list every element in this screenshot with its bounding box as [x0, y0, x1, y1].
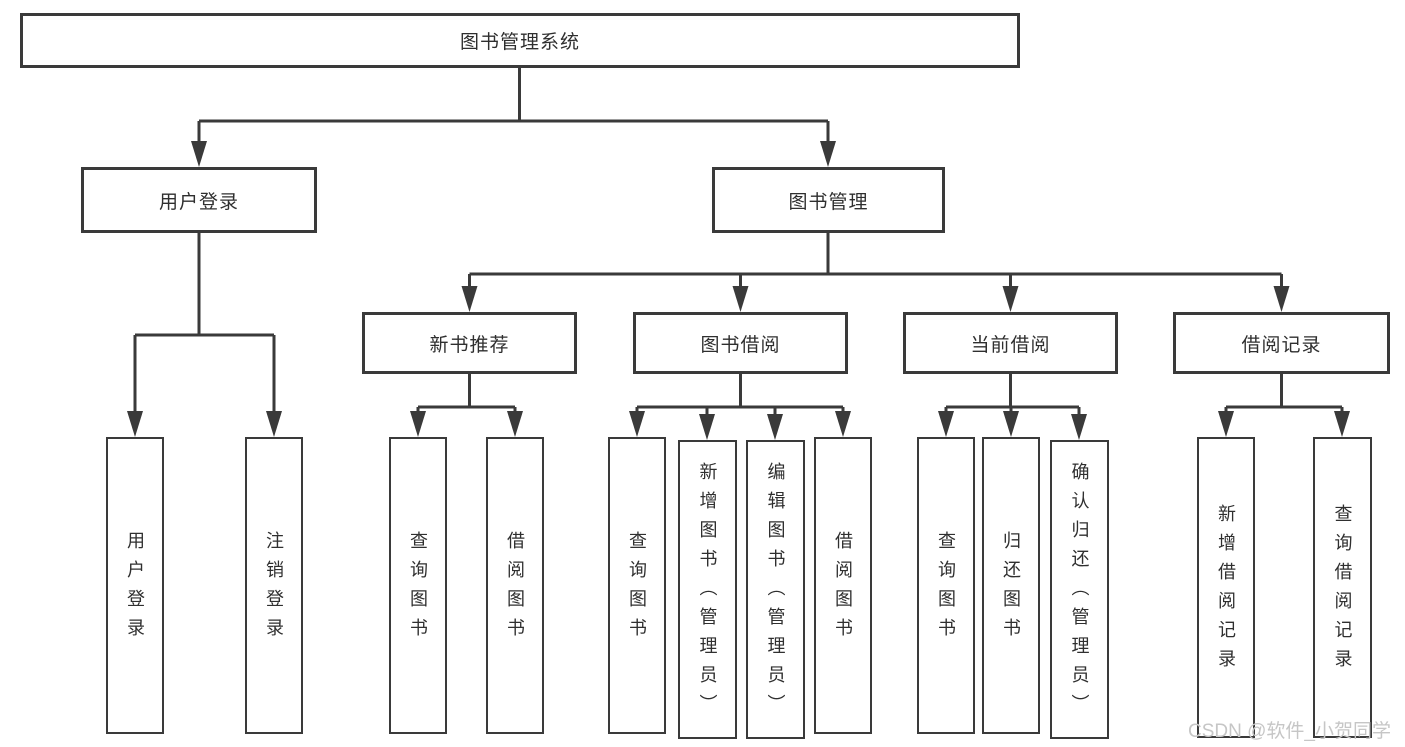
node-label: 确认归还（管理员）	[1069, 462, 1090, 723]
node-library-management-system: 图书管理系统	[20, 13, 1020, 68]
node-label: 归还图书	[1001, 530, 1021, 647]
arrowhead-icon	[1002, 286, 1019, 312]
arrowhead-icon	[191, 141, 207, 167]
node-label: 注销登录	[264, 530, 284, 647]
node-borrowing-records: 借阅记录	[1173, 312, 1390, 374]
node-label: 查询借阅记录	[1332, 503, 1353, 678]
arrowhead-icon	[629, 411, 645, 437]
arrowhead-icon	[1218, 411, 1234, 437]
leaf-newbook-borrow-books: 借阅图书	[486, 437, 544, 734]
node-label: 用户登录	[125, 530, 145, 647]
arrowhead-icon	[938, 411, 954, 437]
csdn-watermark: CSDN @软件_小贺同学	[1188, 721, 1391, 742]
node-book-management: 图书管理	[712, 167, 945, 233]
leaf-borrowing-query-books: 查询图书	[608, 437, 666, 734]
node-user-login: 用户登录	[81, 167, 317, 233]
node-label: 当前借阅	[970, 334, 1051, 356]
arrowhead-icon	[507, 411, 523, 437]
leaf-logout: 注销登录	[245, 437, 303, 734]
leaf-current-confirm-return-admin: 确认归还（管理员）	[1050, 440, 1109, 739]
node-label: 用户登录	[158, 191, 239, 213]
arrowhead-icon	[461, 286, 478, 312]
arrowhead-icon	[1003, 411, 1019, 437]
arrowhead-icon	[1071, 414, 1087, 440]
node-label: 图书管理	[788, 191, 869, 213]
arrowhead-icon	[732, 286, 749, 312]
node-label: 查询图书	[936, 530, 956, 647]
node-label: 编辑图书（管理员）	[765, 462, 786, 723]
leaf-borrowing-borrow-books: 借阅图书	[814, 437, 872, 734]
arrowhead-icon	[699, 414, 715, 440]
arrowhead-icon	[1273, 286, 1290, 312]
arrowheads	[127, 141, 1350, 440]
arrowhead-icon	[767, 414, 783, 440]
leaf-current-return-books: 归还图书	[982, 437, 1040, 734]
connector-lines	[133, 68, 1344, 418]
leaf-borrowing-edit-book-admin: 编辑图书（管理员）	[746, 440, 805, 739]
node-current-borrowing: 当前借阅	[903, 312, 1118, 374]
arrowhead-icon	[266, 411, 282, 437]
node-label: 新增借阅记录	[1216, 503, 1236, 678]
node-label: 查询图书	[627, 530, 647, 647]
leaf-current-query-books: 查询图书	[917, 437, 975, 734]
arrowhead-icon	[820, 141, 836, 167]
node-label: 图书借阅	[700, 334, 781, 356]
node-book-borrowing: 图书借阅	[633, 312, 848, 374]
leaf-records-add-record: 新增借阅记录	[1197, 437, 1255, 738]
node-label: 借阅图书	[833, 530, 853, 647]
node-label: 新书推荐	[429, 334, 510, 356]
node-label: 查询图书	[408, 530, 428, 647]
node-label: 新增图书（管理员）	[697, 462, 718, 723]
arrowhead-icon	[1334, 411, 1350, 437]
leaf-records-query-record: 查询借阅记录	[1313, 437, 1372, 738]
leaf-user-login: 用户登录	[106, 437, 164, 734]
node-new-book-recommend: 新书推荐	[362, 312, 577, 374]
node-label: 借阅图书	[505, 530, 525, 647]
arrowhead-icon	[410, 411, 426, 437]
leaf-newbook-query-books: 查询图书	[389, 437, 447, 734]
node-label: 借阅记录	[1241, 334, 1322, 356]
arrowhead-icon	[835, 411, 851, 437]
node-label: 图书管理系统	[459, 32, 580, 53]
arrowhead-icon	[127, 411, 143, 437]
leaf-borrowing-add-book-admin: 新增图书（管理员）	[678, 440, 737, 739]
